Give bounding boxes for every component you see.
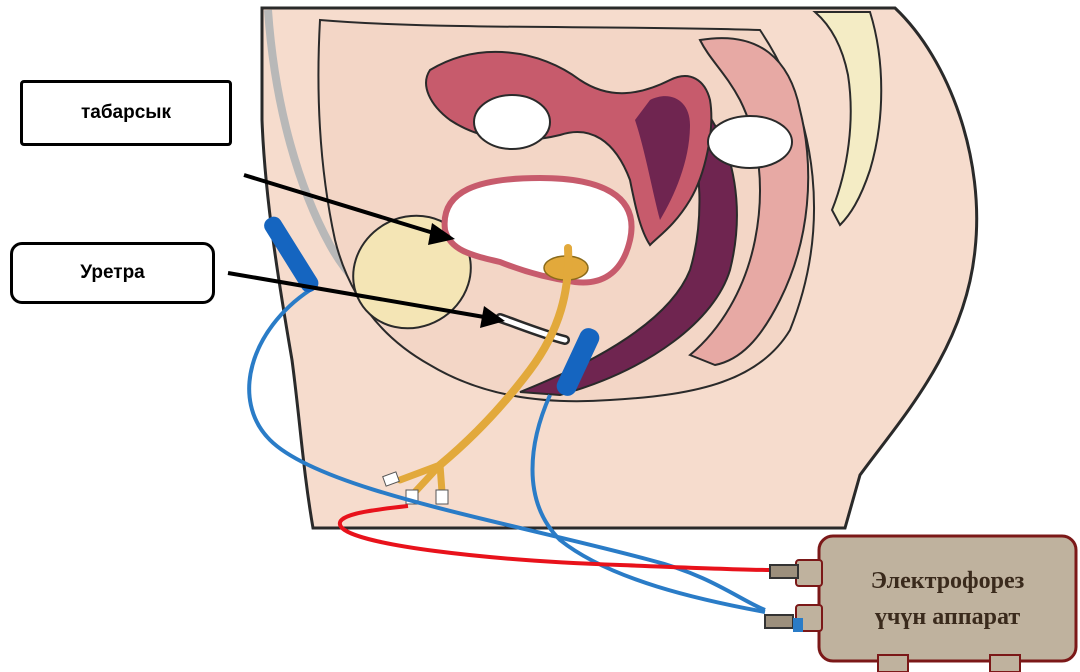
plug-blue-connector [793,618,803,632]
label-bladder-text: табарсык [81,102,171,124]
device-port-top [796,560,822,586]
device-leg-right [990,655,1020,672]
label-bladder: табарсык [20,80,232,146]
catheter-branch-3 [440,465,442,492]
label-urethra-text: Уретра [80,262,145,284]
device-label: Электрофорез үчүн аппарат [825,545,1070,653]
label-urethra: Уретра [10,242,215,304]
catheter-tip-3 [436,490,448,504]
plug-blue [765,615,793,628]
ovary-right [708,116,792,168]
plug-red [770,565,798,578]
device-label-line2: үчүн аппарат [875,599,1020,635]
device-leg-left [878,655,908,672]
ovary-left [474,95,550,149]
device-label-line1: Электрофорез [871,563,1025,599]
